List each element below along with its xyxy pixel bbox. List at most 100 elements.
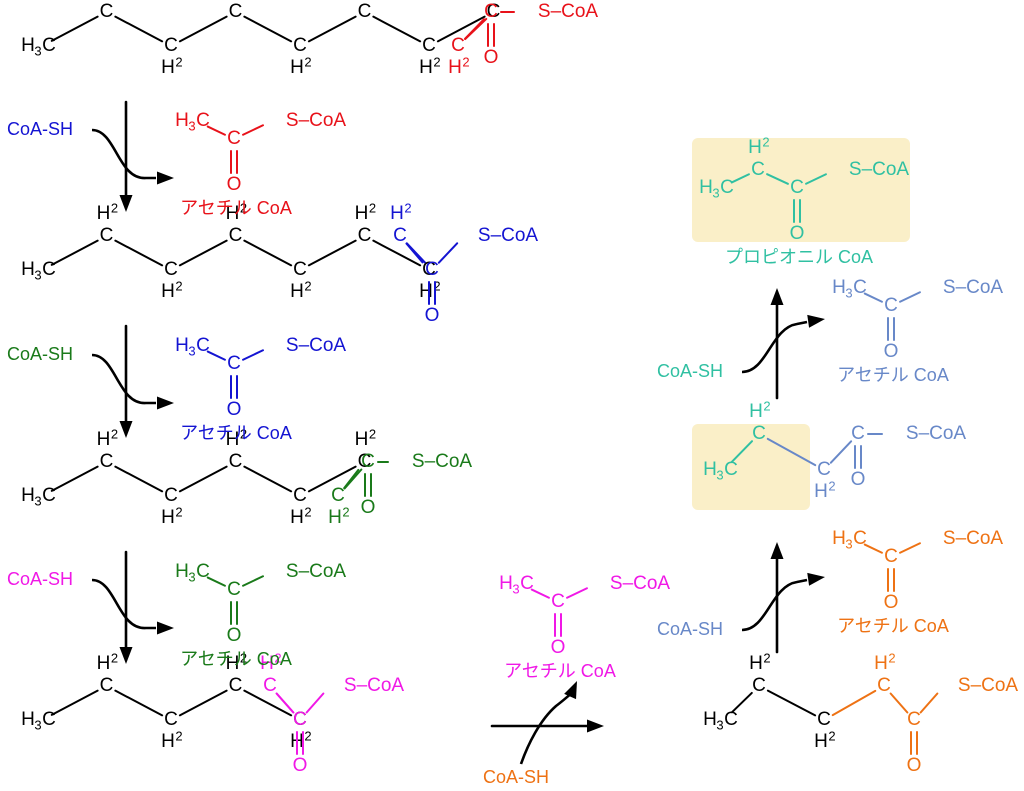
reaction-arrowhead — [770, 288, 784, 305]
methylene-subscript: 2 — [888, 650, 895, 665]
carbonyl-carbon: C — [551, 591, 565, 612]
carbonyl-carbon: C — [484, 1, 498, 22]
methylene-h: H — [260, 653, 274, 674]
chain-bond — [206, 125, 226, 136]
methylene-c: C — [877, 675, 891, 696]
methyl-subscript: 3 — [512, 581, 519, 596]
methyl-subscript: 3 — [188, 343, 195, 358]
thioester-group: S–CoA — [478, 225, 539, 246]
thioester-bond — [919, 692, 939, 714]
chain-bond — [863, 292, 883, 303]
methyl-subscript: 3 — [34, 267, 41, 282]
reagent-curve — [519, 691, 573, 765]
chain-bond — [243, 15, 293, 43]
thioester-bond — [899, 542, 921, 554]
thioester-group: S–CoA — [344, 675, 405, 696]
thioester-bond — [566, 587, 588, 599]
methylene-c: C — [229, 675, 243, 696]
chain-bond — [530, 588, 550, 599]
thioester-group: S–CoA — [286, 561, 347, 582]
reaction-arrowhead — [119, 647, 133, 664]
methyl-subscript: 3 — [188, 569, 195, 584]
acetyl-coa-label: アセチル CoA — [837, 616, 949, 636]
acetyl-coa-label: アセチル CoA — [180, 649, 292, 669]
methyl-subscript: 3 — [716, 467, 723, 482]
methylene-c: C — [293, 259, 307, 280]
reaction-arrowhead — [119, 195, 133, 212]
methylene-c: C — [451, 35, 465, 56]
reaction-step-3: CoA-SH — [7, 550, 174, 664]
methylene-c: C — [331, 485, 345, 506]
methylene-subscript: 2 — [304, 728, 311, 743]
chain-bond — [863, 543, 883, 554]
methylene-subscript: 2 — [369, 200, 376, 215]
thioester-bond — [899, 291, 921, 303]
chain-bond — [114, 15, 164, 43]
methylene-c: C — [263, 675, 277, 696]
thioester-bond — [305, 692, 325, 714]
thioester-group: S–CoA — [906, 423, 967, 444]
methylene-h: H — [814, 731, 828, 752]
methylene-h: H — [419, 57, 433, 78]
reagent-arrowhead — [157, 621, 174, 635]
methylene-h: H — [226, 203, 240, 224]
chain-bond — [405, 242, 427, 264]
methyl-c: C — [42, 485, 56, 506]
chain-bond — [114, 689, 164, 717]
methylene-c: C — [422, 35, 436, 56]
acetyl-coa-label: アセチル CoA — [180, 423, 292, 443]
methyl-subscript: 3 — [34, 717, 41, 732]
thioester-bond — [437, 242, 459, 264]
carbonyl-oxygen: O — [884, 592, 899, 613]
thioester-group: S–CoA — [412, 451, 473, 472]
methylene-h: H — [419, 281, 433, 302]
methylene-subscript: 2 — [175, 504, 182, 519]
reagent-arrowhead — [564, 681, 577, 700]
thioester-group: S–CoA — [943, 528, 1004, 549]
methyl-h: H — [703, 459, 717, 480]
carbonyl-oxygen: O — [293, 755, 308, 776]
methylene-subscript: 2 — [763, 398, 770, 413]
methyl-h: H — [699, 177, 713, 198]
reagent-arrowhead — [157, 171, 174, 185]
methylene-subscript: 2 — [433, 54, 440, 69]
reagent-arrowhead — [807, 314, 825, 328]
methyl-h: H — [832, 528, 846, 549]
methyl-h: H — [499, 573, 513, 594]
reaction-step-6: CoA-SH — [657, 288, 825, 400]
methylene-h: H — [290, 281, 304, 302]
carbonyl-oxygen: O — [907, 755, 922, 776]
chain-bond — [372, 239, 422, 267]
methyl-subscript: 3 — [34, 493, 41, 508]
chain-bond — [730, 173, 750, 184]
chain-bond — [206, 350, 226, 361]
thioester-group: S–CoA — [943, 277, 1004, 298]
methylene-c: C — [293, 485, 307, 506]
methylene-subscript: 2 — [304, 278, 311, 293]
carbonyl-oxygen: O — [551, 637, 566, 658]
methylene-subscript: 2 — [240, 200, 247, 215]
methylene-c: C — [229, 1, 243, 22]
methylene-c: C — [293, 709, 307, 730]
methyl-h: H — [21, 485, 35, 506]
methylene-subscript: 2 — [111, 200, 118, 215]
methylene-h: H — [226, 429, 240, 450]
methylene-subscript: 2 — [175, 54, 182, 69]
carbonyl-carbon: C — [425, 259, 439, 280]
methylene-c: C — [752, 675, 766, 696]
carbonyl-carbon: C — [293, 709, 307, 730]
chain-bond — [372, 15, 422, 43]
carbonyl-oxygen: O — [227, 399, 242, 420]
methylene-subscript: 2 — [240, 426, 247, 441]
methylene-h: H — [814, 481, 828, 502]
methylene-subscript: 2 — [828, 478, 835, 493]
thioester-group: S–CoA — [286, 110, 347, 131]
carbonyl-oxygen: O — [484, 47, 499, 68]
carbonyl-oxygen: O — [425, 305, 440, 326]
